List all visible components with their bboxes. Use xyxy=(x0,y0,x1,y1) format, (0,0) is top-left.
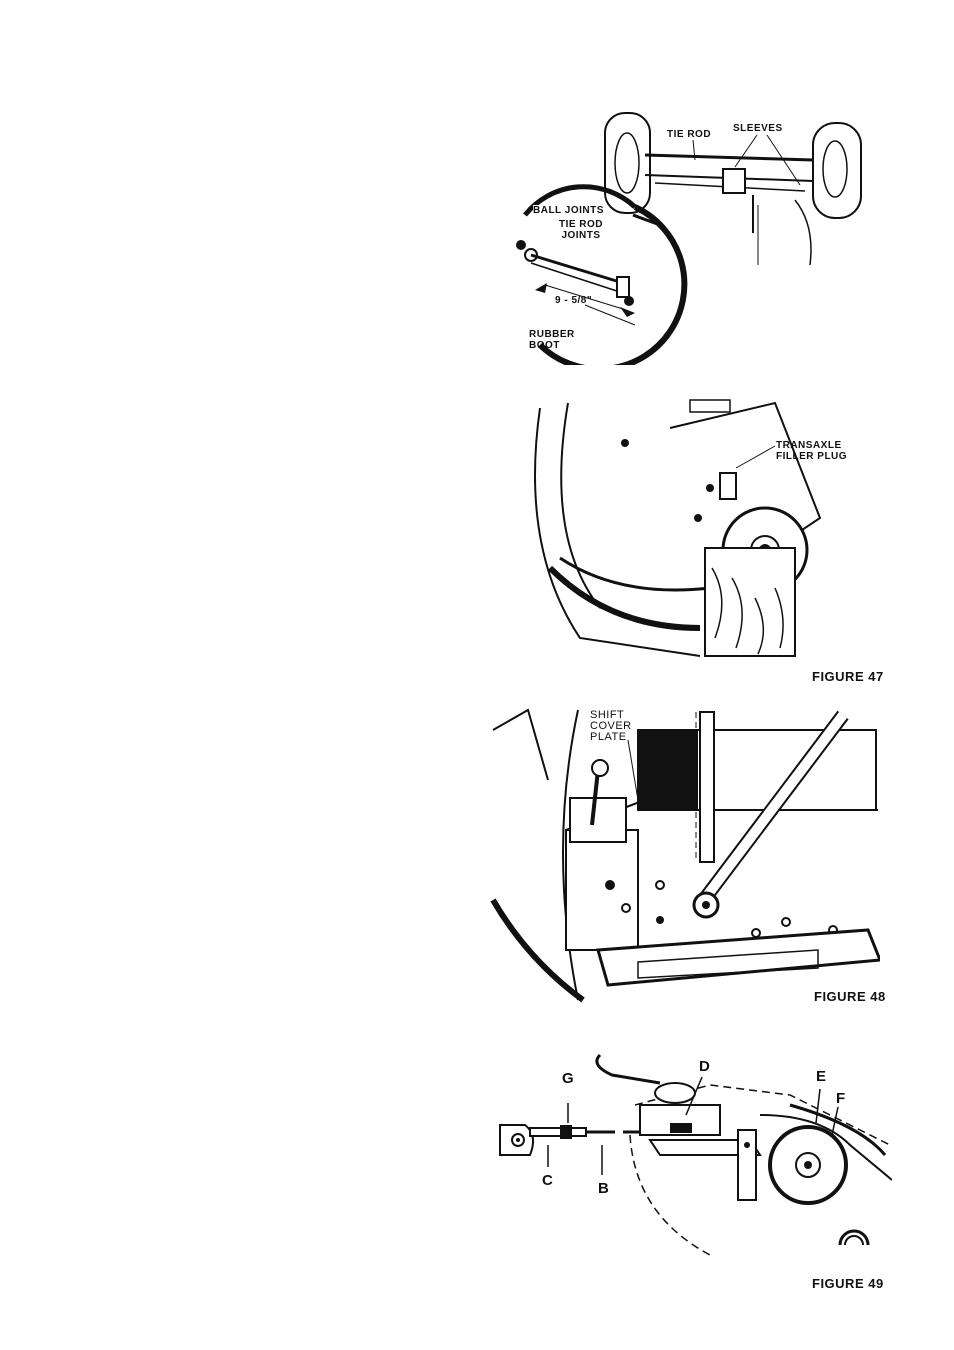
figure-47-caption: FIGURE 47 xyxy=(812,669,884,684)
dimension-label: 9 - 5/8" xyxy=(555,295,592,306)
label-c: C xyxy=(542,1175,553,1186)
shift-cover-plate-label: SHIFT COVER PLATE xyxy=(590,710,642,743)
tie-rod-joints-label: TIE ROD JOINTS xyxy=(551,219,611,241)
figure-49-caption: FIGURE 49 xyxy=(812,1276,884,1291)
sleeves-label: SLEEVES xyxy=(733,123,783,134)
label-g: G xyxy=(562,1073,574,1084)
tie-rod-label: TIE ROD xyxy=(667,129,711,140)
label-f: F xyxy=(836,1093,846,1104)
figure-47: TRANSAXLE FILLER PLUG FIGURE 47 xyxy=(500,398,892,690)
transaxle-illustration xyxy=(500,398,892,660)
label-b: B xyxy=(598,1183,609,1194)
ball-joints-label: BALL JOINTS xyxy=(533,205,604,216)
figure-49: G D E F C B FIGURE 49 xyxy=(490,1045,892,1295)
drive-belt-illustration xyxy=(490,1045,892,1265)
figure-48: SHIFT COVER PLATE FIGURE 48 xyxy=(488,700,892,1010)
label-d: D xyxy=(699,1061,710,1072)
figure-48-caption: FIGURE 48 xyxy=(814,989,886,1004)
transaxle-filler-plug-label: TRANSAXLE FILLER PLUG xyxy=(776,440,866,462)
rubber-boot-label: RUBBER BOOT xyxy=(529,329,577,351)
shift-cover-illustration xyxy=(488,700,880,1005)
steering-figure: TIE ROD SLEEVES BALL JOINTS TIE ROD JOIN… xyxy=(495,105,870,365)
label-e: E xyxy=(816,1071,827,1082)
